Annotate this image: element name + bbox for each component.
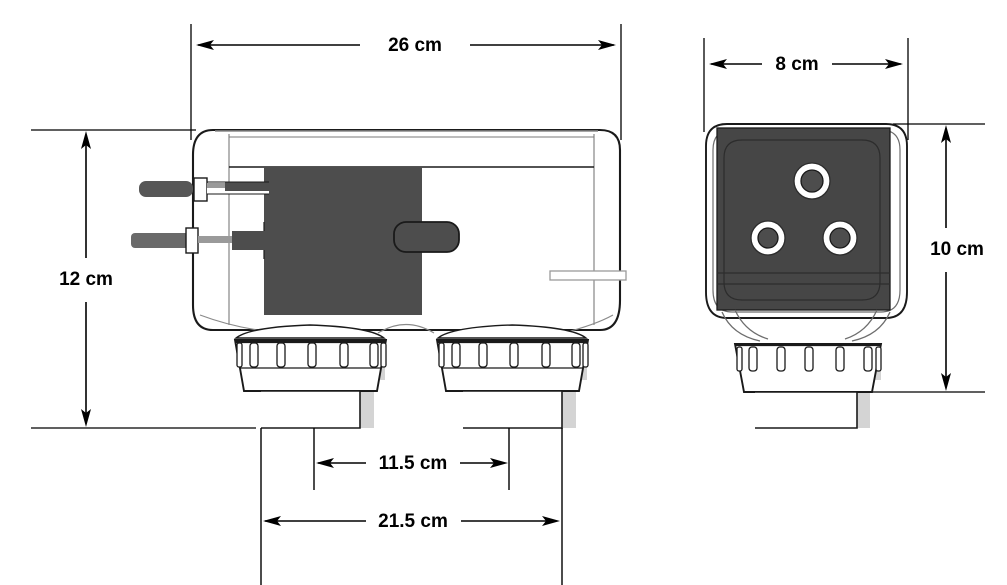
dimension-label-12cm: 12 cm — [59, 269, 113, 290]
front-dark-faceplate — [716, 127, 891, 311]
vent-slot — [571, 342, 581, 368]
front-base-contour-right — [851, 311, 891, 342]
arrowhead-right-215 — [542, 516, 560, 526]
port-top-bore — [800, 169, 824, 193]
vent-slot — [438, 342, 445, 368]
front-collar-nozzle — [755, 391, 858, 429]
vent-slot — [748, 346, 758, 372]
port-top — [793, 162, 831, 200]
right-outlet-collar — [435, 324, 590, 429]
arrowhead-left-26 — [196, 40, 214, 50]
arrowhead-right-26 — [598, 40, 616, 50]
center-tab-shape — [393, 221, 460, 253]
arrowhead-right-115 — [490, 458, 508, 468]
port-bottom-left — [750, 220, 786, 256]
upper-lever-handle — [139, 177, 270, 202]
vent-slot — [863, 346, 873, 372]
arrowhead-bottom-10 — [941, 373, 951, 391]
upper-handle-collar — [193, 177, 208, 202]
right-collar-nozzle — [463, 390, 563, 429]
dimension-label-115cm: 11.5 cm — [379, 453, 448, 474]
arrowhead-right-8 — [885, 59, 903, 69]
arrowhead-left-8 — [709, 59, 727, 69]
vent-slot — [509, 342, 519, 368]
front-body-inner-contour — [712, 129, 901, 313]
arrowhead-left-215 — [263, 516, 281, 526]
dimension-front-height: 10 cm — [930, 125, 984, 391]
right-collar-vent-slots — [438, 342, 589, 368]
vent-slot — [380, 342, 387, 368]
front-elevation-view: 8 cm 10 cm — [703, 38, 985, 429]
lower-lever-handle — [131, 222, 287, 259]
port-bottom-right — [822, 220, 858, 256]
upper-handle-grip — [139, 181, 193, 197]
vent-slot — [804, 346, 814, 372]
dimension-spout-outer: 21.5 cm — [263, 511, 560, 532]
arrowhead-top-10 — [941, 125, 951, 143]
front-collar-vent-slots — [736, 346, 882, 372]
dimension-height-overall: 12 cm — [59, 131, 113, 427]
dimension-label-215cm: 21.5 cm — [378, 511, 448, 532]
bottom-extension-lines — [260, 428, 563, 585]
lower-handle-shaft-light — [198, 236, 238, 243]
side-view-extension-lines — [31, 24, 622, 429]
dimension-label-26cm: 26 cm — [388, 35, 442, 56]
base-contour-center — [377, 323, 435, 334]
vent-slot — [582, 342, 589, 368]
vent-slot — [776, 346, 786, 372]
dimension-spout-inner: 11.5 cm — [316, 453, 508, 474]
vent-slot — [875, 346, 882, 372]
body-construction-lines — [228, 134, 595, 325]
vent-slot — [249, 342, 259, 368]
arrowhead-bottom-12 — [81, 409, 91, 427]
upper-handle-shaft-dark — [225, 182, 270, 191]
arrowhead-top-12 — [81, 131, 91, 149]
port-bottom-right-bore — [829, 227, 851, 249]
dimension-depth-overall: 8 cm — [709, 54, 903, 75]
vent-slot — [339, 342, 349, 368]
vent-slot — [835, 346, 845, 372]
left-collar-nozzle — [261, 390, 361, 429]
vent-slot — [541, 342, 551, 368]
left-collar-vent-slots — [236, 342, 387, 368]
lower-handle-grip — [131, 233, 193, 248]
front-port-group — [750, 162, 858, 256]
vent-slot — [736, 346, 743, 372]
vent-slot — [276, 342, 286, 368]
lower-handle-collar — [185, 227, 199, 254]
vent-slot — [451, 342, 461, 368]
lower-handle-notch-bottom — [238, 250, 264, 254]
side-elevation-view: 26 cm 12 cm — [31, 24, 627, 585]
dimension-label-8cm: 8 cm — [775, 54, 818, 75]
front-base-contour-left2 — [734, 309, 769, 340]
right-collar-shoulder — [435, 324, 589, 339]
front-base-contours — [721, 309, 891, 342]
dimension-label-10cm: 10 cm — [930, 239, 984, 260]
arrowhead-left-115 — [316, 458, 334, 468]
front-base-contour-left — [721, 311, 761, 342]
vent-slot — [478, 342, 488, 368]
center-latch-tab — [393, 221, 460, 253]
front-panel-inner-round — [723, 139, 881, 301]
left-outlet-collar — [233, 324, 388, 429]
vent-slot — [236, 342, 243, 368]
vent-slot — [369, 342, 379, 368]
port-bottom-left-bore — [757, 227, 779, 249]
left-collar-shoulder — [233, 324, 387, 339]
lower-handle-notch-top — [238, 227, 264, 231]
vent-slot — [307, 342, 317, 368]
dimension-width-overall: 26 cm — [196, 35, 616, 56]
lower-handle-shaft-dark — [232, 231, 287, 250]
front-base-contour-right2 — [844, 309, 878, 340]
right-vent-slot — [549, 270, 627, 281]
front-outlet-collar — [733, 343, 883, 429]
